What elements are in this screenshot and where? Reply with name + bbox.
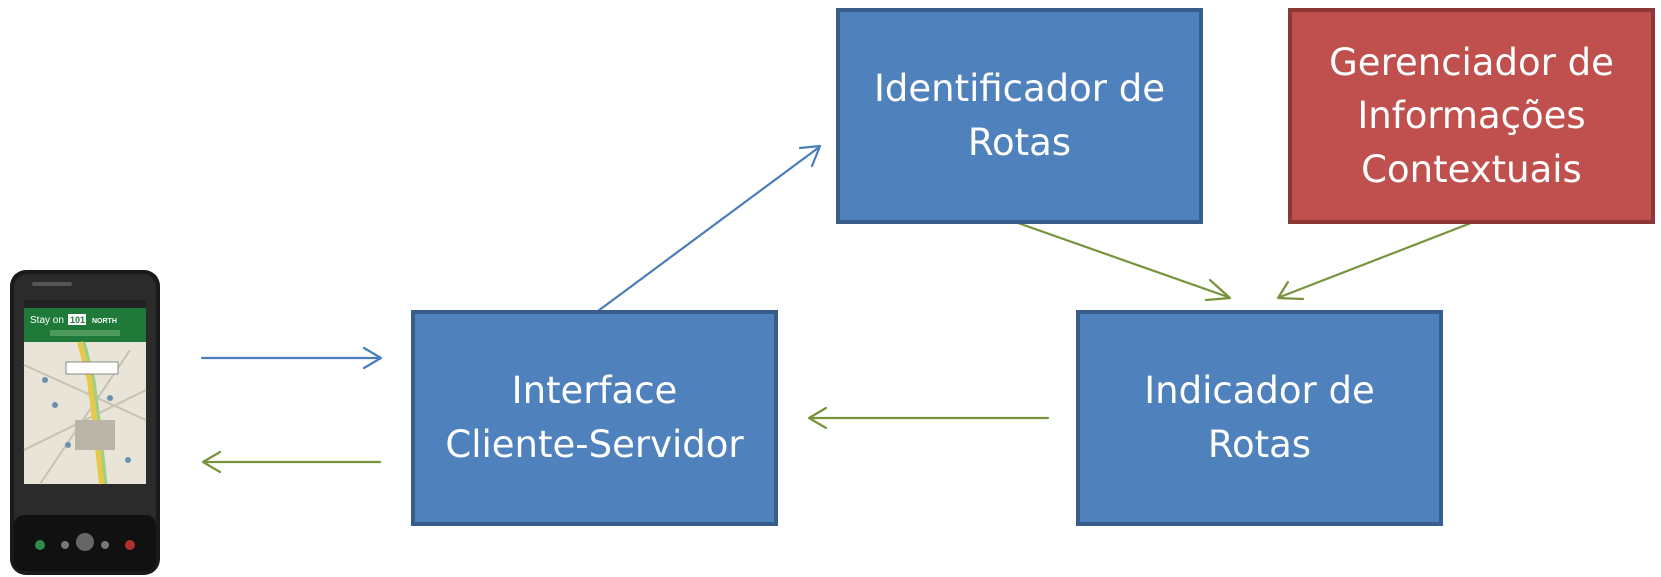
node-label: Gerenciador de Informações Contextuais (1329, 40, 1614, 191)
node-indicador-de-rotas: Indicador de Rotas (1076, 310, 1443, 526)
phone-banner-text: Stay on (30, 315, 64, 326)
smartphone-navigation-icon: Stay on 101 NORTH (10, 270, 160, 575)
arrow-interface-to-identificador (596, 144, 822, 313)
request-arrows (200, 144, 822, 370)
arrow-indicador-to-interface (807, 406, 1050, 430)
node-identificador-de-rotas: Identificador de Rotas (836, 8, 1203, 224)
arrow-interface-to-phone (201, 450, 382, 474)
arrow-gerenciador-to-indicador (1276, 221, 1473, 301)
node-label: Indicador de Rotas (1144, 369, 1375, 466)
node-interface-cliente-servidor: Interface Cliente-Servidor (411, 310, 778, 526)
phone-route-number: 101 (70, 315, 85, 325)
node-label: Interface Cliente-Servidor (445, 369, 744, 466)
node-label: Identificador de Rotas (873, 67, 1166, 164)
arrow-phone-to-interface (200, 346, 383, 370)
arrow-identificador-to-indicador (1016, 221, 1232, 302)
phone-direction: NORTH (92, 318, 117, 325)
response-arrows (201, 221, 1473, 474)
node-gerenciador-de-informacoes-contextuais: Gerenciador de Informações Contextuais (1288, 8, 1655, 224)
